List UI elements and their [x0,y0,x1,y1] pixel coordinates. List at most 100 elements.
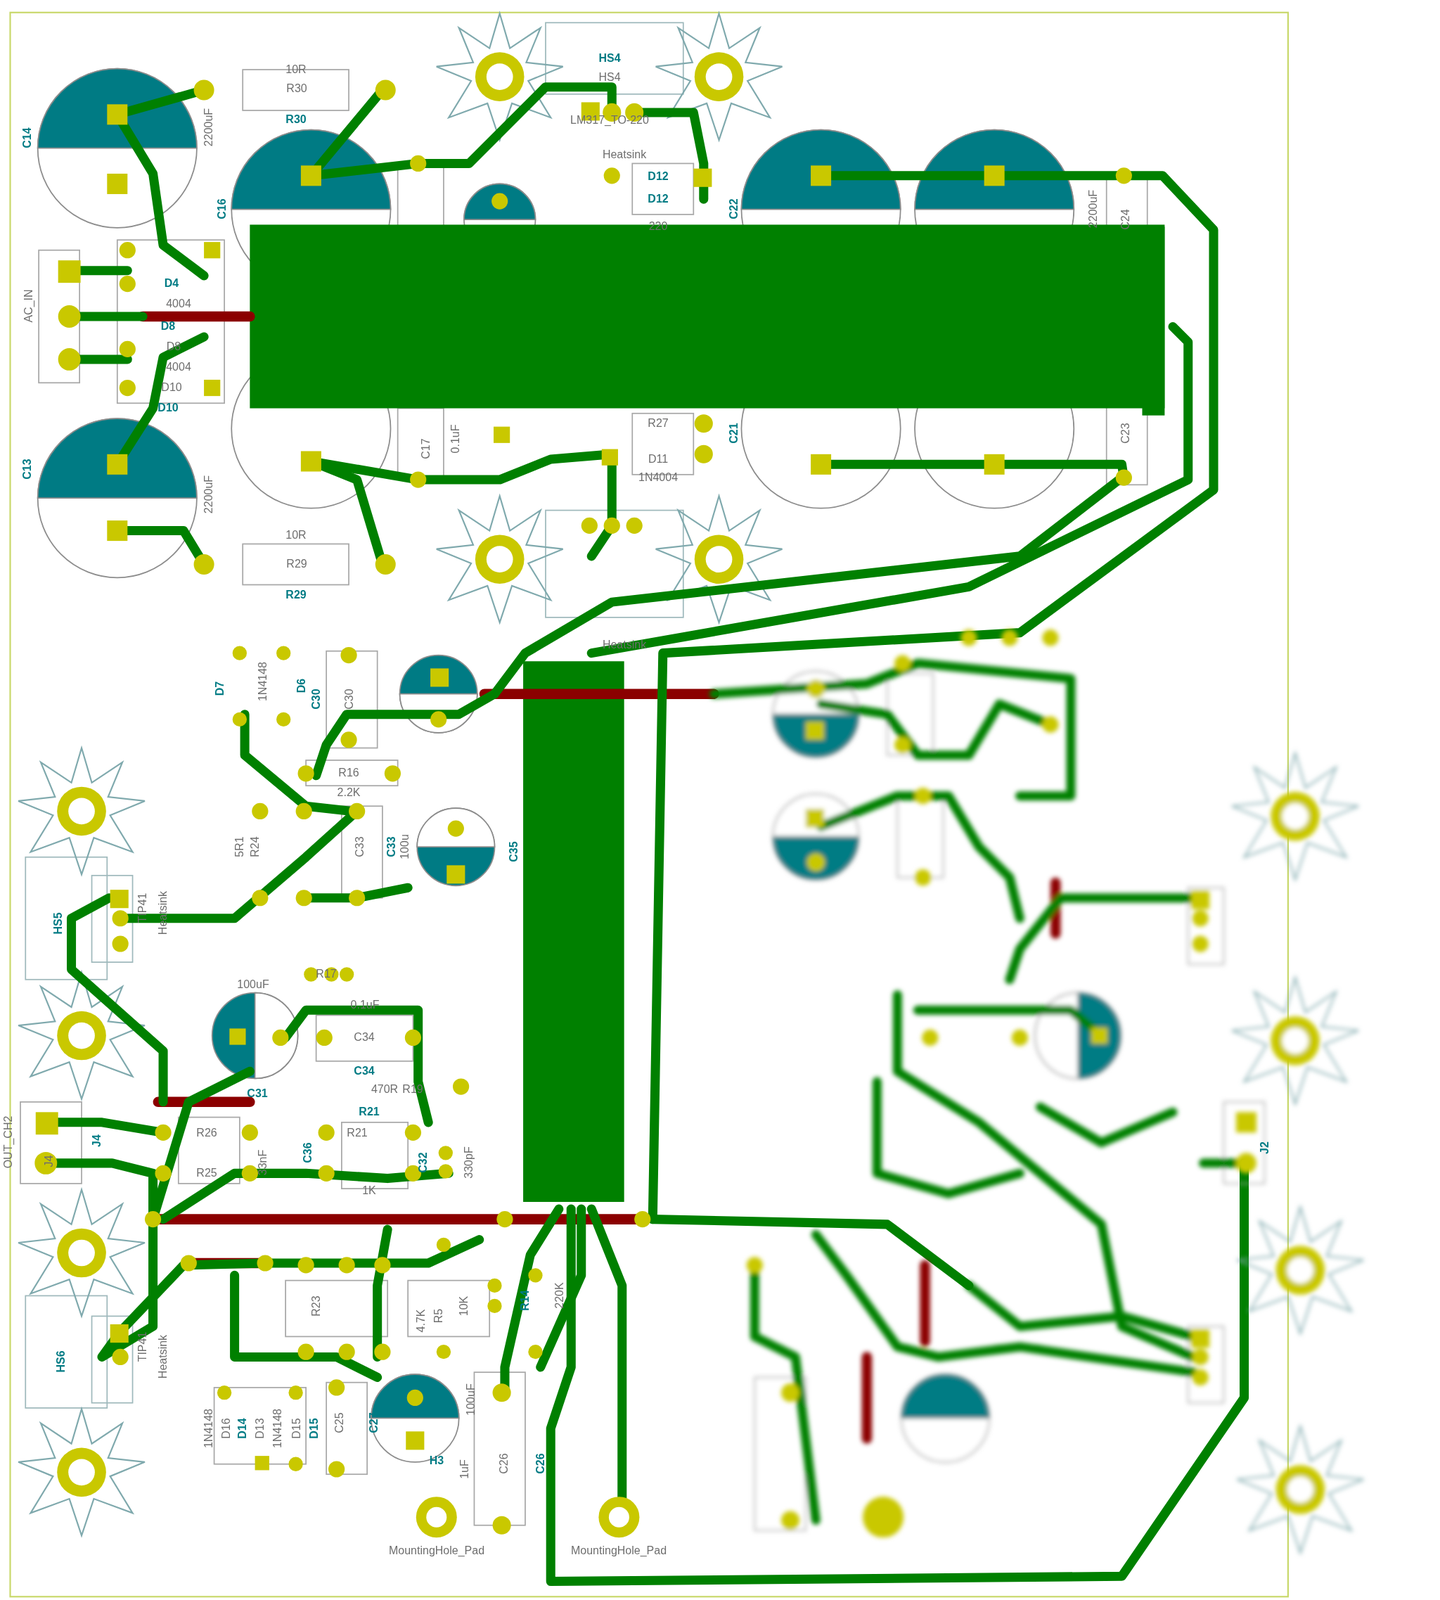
part-label: 100u [399,833,411,860]
part-label: 220 [648,220,668,233]
part-label: Heatsink [157,890,169,935]
part-label: HS6 [55,1350,67,1372]
part-label: 0.1uF [450,424,462,454]
part-label: D12 [647,193,668,205]
part-label: C30 [343,688,356,709]
part-label: D11 [648,453,668,465]
part-label: D8 [161,320,176,332]
part-label: 4.7K [415,1309,427,1333]
part-label: 1N4004 [638,471,678,484]
part-label: D4 [164,277,179,289]
part-label: C35 [508,840,520,862]
part-label: 33nF [257,1149,269,1175]
part-label: R27 [647,417,668,429]
part-label: C17 [420,438,432,459]
part-label: MountingHole_Pad [570,1544,667,1557]
part-label: R16 [338,767,359,779]
part-label: C13 [21,458,34,479]
part-label: R29 [285,589,306,601]
part-label: H3 [429,1454,444,1467]
part-label: D6 [296,678,308,693]
part-label: 10R [285,529,306,541]
part-label: 100uF [465,1383,477,1415]
part-label: R25 [196,1167,217,1179]
part-label: 2200uF [1087,189,1099,228]
part-label: Heatsink [602,639,647,651]
part-label: R30 [286,82,307,95]
part-label: J4 [91,1134,103,1147]
part-label: 1uF [459,1458,471,1479]
part-label: R17 [315,968,337,980]
part-label: Heatsink [157,1334,169,1379]
part-label: 1K [362,1184,377,1197]
part-label: C16 [216,198,228,219]
part-label: 10K [458,1295,470,1316]
part-label: C14 [21,127,34,148]
part-label: C36 [302,1141,314,1163]
part-label: C23 [1120,422,1132,443]
part-label: 2200uF [203,108,215,147]
part-label: J2 [1259,1141,1271,1154]
part-label: C26 [498,1452,510,1474]
part-label: 0.1uF [350,999,380,1011]
part-label: R5 [433,1308,445,1323]
part-label: 4004 [165,298,192,310]
part-label: C26 [535,1452,547,1474]
part-label: HS4 [598,71,621,83]
part-label: C33 [354,836,366,857]
part-label: D13 [254,1417,266,1438]
part-label: LM317_TO-220 [570,114,649,126]
part-label: TIP41 [137,892,149,924]
part-label: C31 [246,1087,268,1099]
part-label: 100uF [236,978,269,990]
part-label: 1N4148 [257,661,269,702]
part-label: D16 [220,1417,233,1438]
part-label: R30 [285,113,306,126]
part-label: D12 [647,170,668,183]
part-label: R14 [519,1289,531,1310]
part-label: C27 [368,1411,380,1433]
part-label: C34 [353,1065,375,1077]
part-label: 1N4148 [272,1408,284,1448]
part-label: HS5 [52,911,64,934]
part-label: C21 [728,422,740,443]
part-label: R21 [358,1106,379,1118]
part-label: OUT_CH2 [2,1115,15,1169]
part-label: C34 [353,1031,375,1043]
part-label: 470R [371,1083,398,1095]
part-label: C33 [386,836,398,857]
part-label: D15 [291,1417,303,1438]
part-label: R19 [402,1083,423,1095]
part-label: HS4 [598,52,621,64]
part-label: R21 [346,1127,368,1139]
part-label: AC_IN [23,288,35,323]
part-label: D8 [166,341,181,353]
part-label: 2200uF [203,475,215,514]
part-label: 330pF [463,1146,475,1178]
part-label: C22 [728,198,740,219]
part-label: R26 [196,1127,217,1139]
part-label: C24 [1120,208,1132,230]
part-label: Heatsink [602,149,647,161]
part-label: R29 [286,558,307,570]
part-label: C25 [333,1411,346,1433]
part-label: J4 [43,1155,55,1168]
part-label: C32 [417,1151,429,1173]
part-label: 10R [285,63,306,76]
part-label: D7 [214,681,226,696]
part-label: D15 [308,1417,320,1438]
part-label: 5R1 [234,836,246,857]
part-label: 220K [554,1281,566,1308]
part-label: 1N4148 [203,1408,215,1448]
part-label: MountingHole_Pad [388,1544,485,1557]
part-label: R24 [249,836,261,857]
part-label: D10 [157,402,178,414]
part-label: C30 [310,688,323,709]
part-label: 4004 [165,361,192,373]
part-label: D14 [236,1417,249,1438]
part-label: R23 [310,1295,323,1316]
part-label: D10 [161,381,182,394]
